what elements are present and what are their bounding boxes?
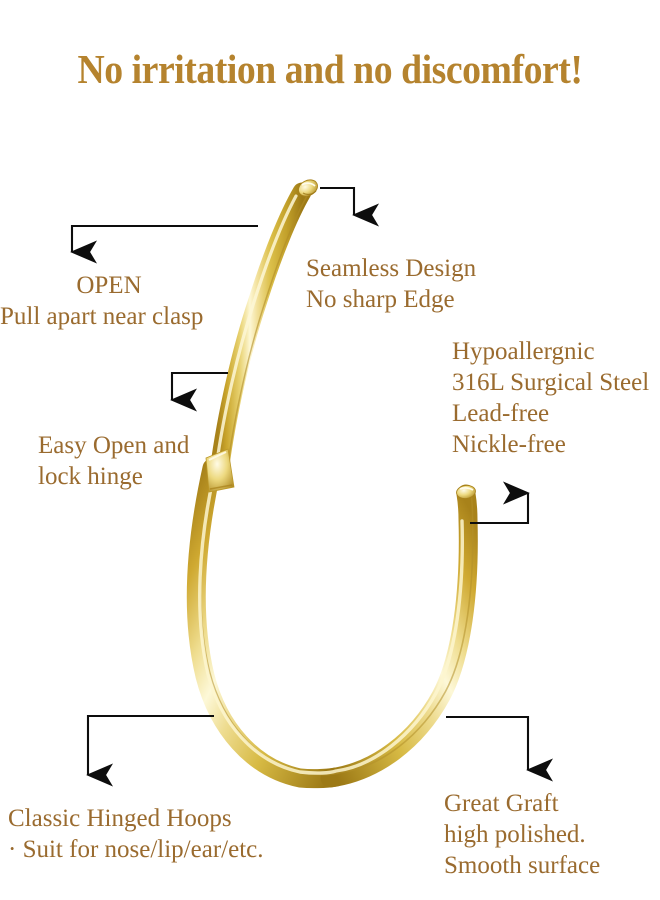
clasp-tip-highlight — [301, 182, 316, 187]
page-title: No irritation and no discomfort! — [77, 46, 583, 92]
ring-lower-right-arc — [320, 484, 478, 788]
clasp-tip-shadow — [302, 190, 317, 196]
arrow-hinge — [170, 371, 228, 412]
callout-classic-line2: · Suit for nose/lip/ear/etc. — [8, 836, 264, 863]
open-segment — [208, 182, 312, 490]
callout-open: OPEN Pull apart near clasp — [0, 270, 228, 332]
callout-seamless-line1: Seamless Design — [306, 255, 477, 282]
callout-open-line1: OPEN — [76, 272, 142, 299]
callout-hypoallergenic-line2: 316L Surgical Steel — [452, 369, 650, 396]
hinge-block — [205, 448, 235, 493]
callout-hinge-line2: lock hinge — [38, 463, 143, 490]
open-segment-highlight — [213, 194, 298, 478]
callout-hypoallergenic-line3: Lead-free — [452, 400, 550, 427]
arrow-classic — [86, 714, 214, 787]
ring-free-end — [456, 484, 476, 500]
callout-graft-line2: high polished. — [444, 821, 586, 848]
open-segment-seam — [225, 195, 308, 479]
ring-inner-seam — [200, 463, 474, 776]
callout-classic-line1: Classic Hinged Hoops — [8, 805, 232, 832]
callout-seamless-line2: No sharp Edge — [306, 286, 455, 313]
callout-hypoallergenic-line4: Nickle-free — [452, 431, 566, 458]
callout-hinge-line1: Easy Open and — [38, 432, 190, 459]
callout-graft-line1: Great Graft — [444, 790, 559, 817]
callout-graft-line3: Smooth surface — [444, 852, 601, 879]
callout-hypoallergenic-line1: Hypoallergnic — [452, 338, 595, 365]
callout-open-line2: Pull apart near clasp — [0, 303, 204, 330]
arrow-open — [70, 224, 258, 264]
hinge-shadow — [209, 484, 233, 490]
arrow-seamless — [320, 186, 380, 227]
hinge-joint — [205, 448, 235, 493]
callout-arrows — [70, 186, 554, 787]
hoop-ring-graphic — [186, 179, 478, 789]
ring-lower-left-arc — [186, 458, 346, 789]
callout-hinge: Easy Open and lock hinge — [38, 430, 189, 492]
arrow-hypoallergenic — [470, 481, 530, 525]
callout-hypoallergenic: Hypoallergnic 316L Surgical Steel Lead-f… — [452, 336, 649, 460]
callout-graft: Great Graft high polished. Smooth surfac… — [444, 788, 600, 881]
callout-classic: Classic Hinged Hoops · Suit for nose/lip… — [8, 803, 263, 865]
ring-highlight — [198, 472, 464, 775]
ring-end-highlight — [459, 487, 474, 491]
callout-seamless: Seamless Design No sharp Edge — [306, 253, 476, 315]
clasp-tip — [298, 179, 318, 197]
arrow-graft — [446, 715, 554, 782]
hinge-highlight — [208, 451, 227, 461]
